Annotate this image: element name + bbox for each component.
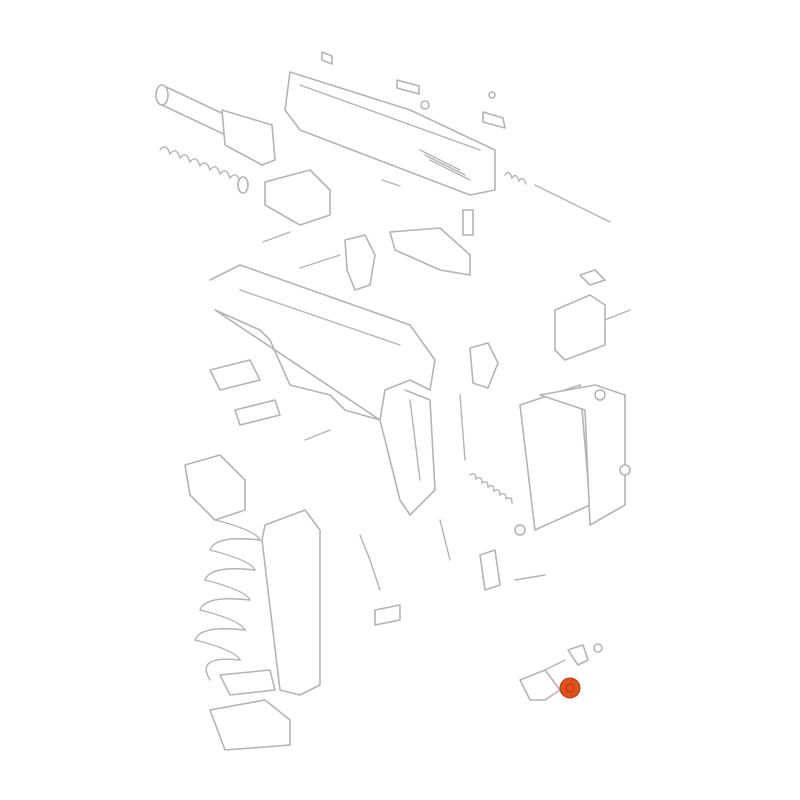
part-takedown-lever[interactable] xyxy=(519,643,603,701)
part-trigger-assembly[interactable] xyxy=(299,209,474,291)
part-small-pins[interactable] xyxy=(359,519,546,626)
part-magazine-spring[interactable] xyxy=(194,519,262,681)
part-firing-pin[interactable] xyxy=(381,171,611,223)
part-barrel[interactable] xyxy=(155,84,276,166)
part-sights[interactable] xyxy=(321,51,506,129)
part-frame[interactable] xyxy=(209,264,436,516)
part-grip-panel[interactable] xyxy=(514,384,631,536)
part-decocker[interactable] xyxy=(209,359,331,441)
part-magazine-catch[interactable] xyxy=(184,454,246,521)
part-slide[interactable] xyxy=(284,71,496,196)
part-highlighted-bushing[interactable] xyxy=(559,677,581,699)
part-recoil-spring[interactable] xyxy=(159,146,249,194)
part-locking-block[interactable] xyxy=(262,169,331,243)
part-floorplate[interactable] xyxy=(209,669,291,751)
part-sear-housing[interactable] xyxy=(554,269,631,361)
part-hammer[interactable] xyxy=(459,342,513,504)
part-magazine[interactable] xyxy=(261,509,321,696)
